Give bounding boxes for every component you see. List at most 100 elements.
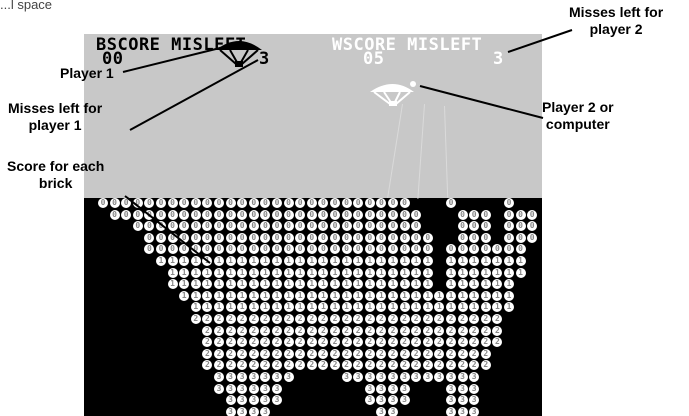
brick: 1: [179, 256, 189, 266]
brick: 2: [446, 360, 456, 370]
brick: 1: [307, 302, 317, 312]
brick: 0: [481, 210, 491, 220]
brick: 2: [342, 349, 352, 359]
brick: 1: [365, 302, 375, 312]
brick: 2: [411, 314, 421, 324]
brick: 3: [237, 384, 247, 394]
brick: 0: [342, 221, 352, 231]
brick: 0: [202, 233, 212, 243]
brick: 0: [469, 210, 479, 220]
brick: 3: [249, 384, 259, 394]
brick: 3: [423, 372, 433, 382]
brick: 0: [365, 244, 375, 254]
brick: 0: [342, 198, 352, 208]
brick: 1: [237, 291, 247, 301]
brick: 0: [237, 244, 247, 254]
brick: 1: [272, 256, 282, 266]
brick: 0: [272, 198, 282, 208]
brick: 0: [191, 244, 201, 254]
brick: 2: [260, 360, 270, 370]
label-misses-left-player1: Misses left for player 1: [8, 100, 102, 134]
brick: 0: [365, 221, 375, 231]
brick: 1: [365, 256, 375, 266]
label-score-for-each-brick: Score for each brick: [7, 158, 104, 192]
player2-misses-left: 3: [493, 51, 504, 67]
brick: 1: [423, 291, 433, 301]
brick: 0: [110, 198, 120, 208]
brick: 0: [353, 210, 363, 220]
brick: 0: [144, 221, 154, 231]
brick: 0: [237, 233, 247, 243]
brick: 1: [492, 256, 502, 266]
brick: 0: [330, 233, 340, 243]
brick: 1: [284, 268, 294, 278]
brick: 3: [446, 407, 456, 416]
brick: 0: [284, 244, 294, 254]
brick: 2: [272, 337, 282, 347]
brick: 2: [202, 349, 212, 359]
brick: 2: [249, 360, 259, 370]
brick: 1: [342, 268, 352, 278]
brick: 1: [423, 279, 433, 289]
brick: 1: [260, 279, 270, 289]
brick: 1: [400, 302, 410, 312]
label-player2-or-computer: Player 2 or computer: [542, 99, 614, 133]
brick: 2: [249, 349, 259, 359]
brick: 1: [469, 268, 479, 278]
brick: 1: [376, 268, 386, 278]
brick: 0: [191, 210, 201, 220]
brick: 1: [342, 279, 352, 289]
brick: 2: [307, 337, 317, 347]
brick: 2: [226, 337, 236, 347]
brick: 0: [226, 198, 236, 208]
brick: 0: [388, 198, 398, 208]
brick: 2: [400, 314, 410, 324]
player2-hud-header: WSCORE MISLEFT: [332, 37, 482, 53]
brick: 0: [168, 244, 178, 254]
brick: 1: [330, 268, 340, 278]
brick: 2: [353, 326, 363, 336]
brick: 0: [400, 244, 410, 254]
brick: 0: [284, 221, 294, 231]
brick: 2: [434, 314, 444, 324]
brick: 0: [307, 233, 317, 243]
brick: 2: [423, 326, 433, 336]
brick: 0: [400, 198, 410, 208]
brick: 2: [481, 337, 491, 347]
brick: 1: [214, 302, 224, 312]
brick: 1: [342, 256, 352, 266]
brick: 2: [214, 349, 224, 359]
brick: 0: [237, 210, 247, 220]
brick: 1: [307, 291, 317, 301]
brick: 1: [481, 291, 491, 301]
brick: 0: [307, 198, 317, 208]
brick: 3: [469, 372, 479, 382]
brick: 3: [469, 384, 479, 394]
brick: 0: [237, 221, 247, 231]
brick: 3: [446, 395, 456, 405]
brick: 1: [504, 279, 514, 289]
brick: 2: [400, 326, 410, 336]
brick: 0: [168, 221, 178, 231]
brick: 1: [284, 279, 294, 289]
brick: 1: [318, 279, 328, 289]
brick: 3: [376, 384, 386, 394]
brick: 1: [458, 256, 468, 266]
brick: 2: [411, 349, 421, 359]
brick: 2: [237, 360, 247, 370]
brick: 0: [318, 233, 328, 243]
brick: 2: [469, 360, 479, 370]
brick: 1: [202, 268, 212, 278]
brick: 3: [260, 395, 270, 405]
brick: 0: [307, 210, 317, 220]
brick: 1: [284, 291, 294, 301]
brick: 1: [318, 291, 328, 301]
brick: 0: [481, 233, 491, 243]
brick: 1: [388, 279, 398, 289]
brick: 1: [400, 279, 410, 289]
brick: 1: [434, 291, 444, 301]
brick: 0: [214, 244, 224, 254]
brick: 0: [330, 221, 340, 231]
brick: 0: [226, 221, 236, 231]
